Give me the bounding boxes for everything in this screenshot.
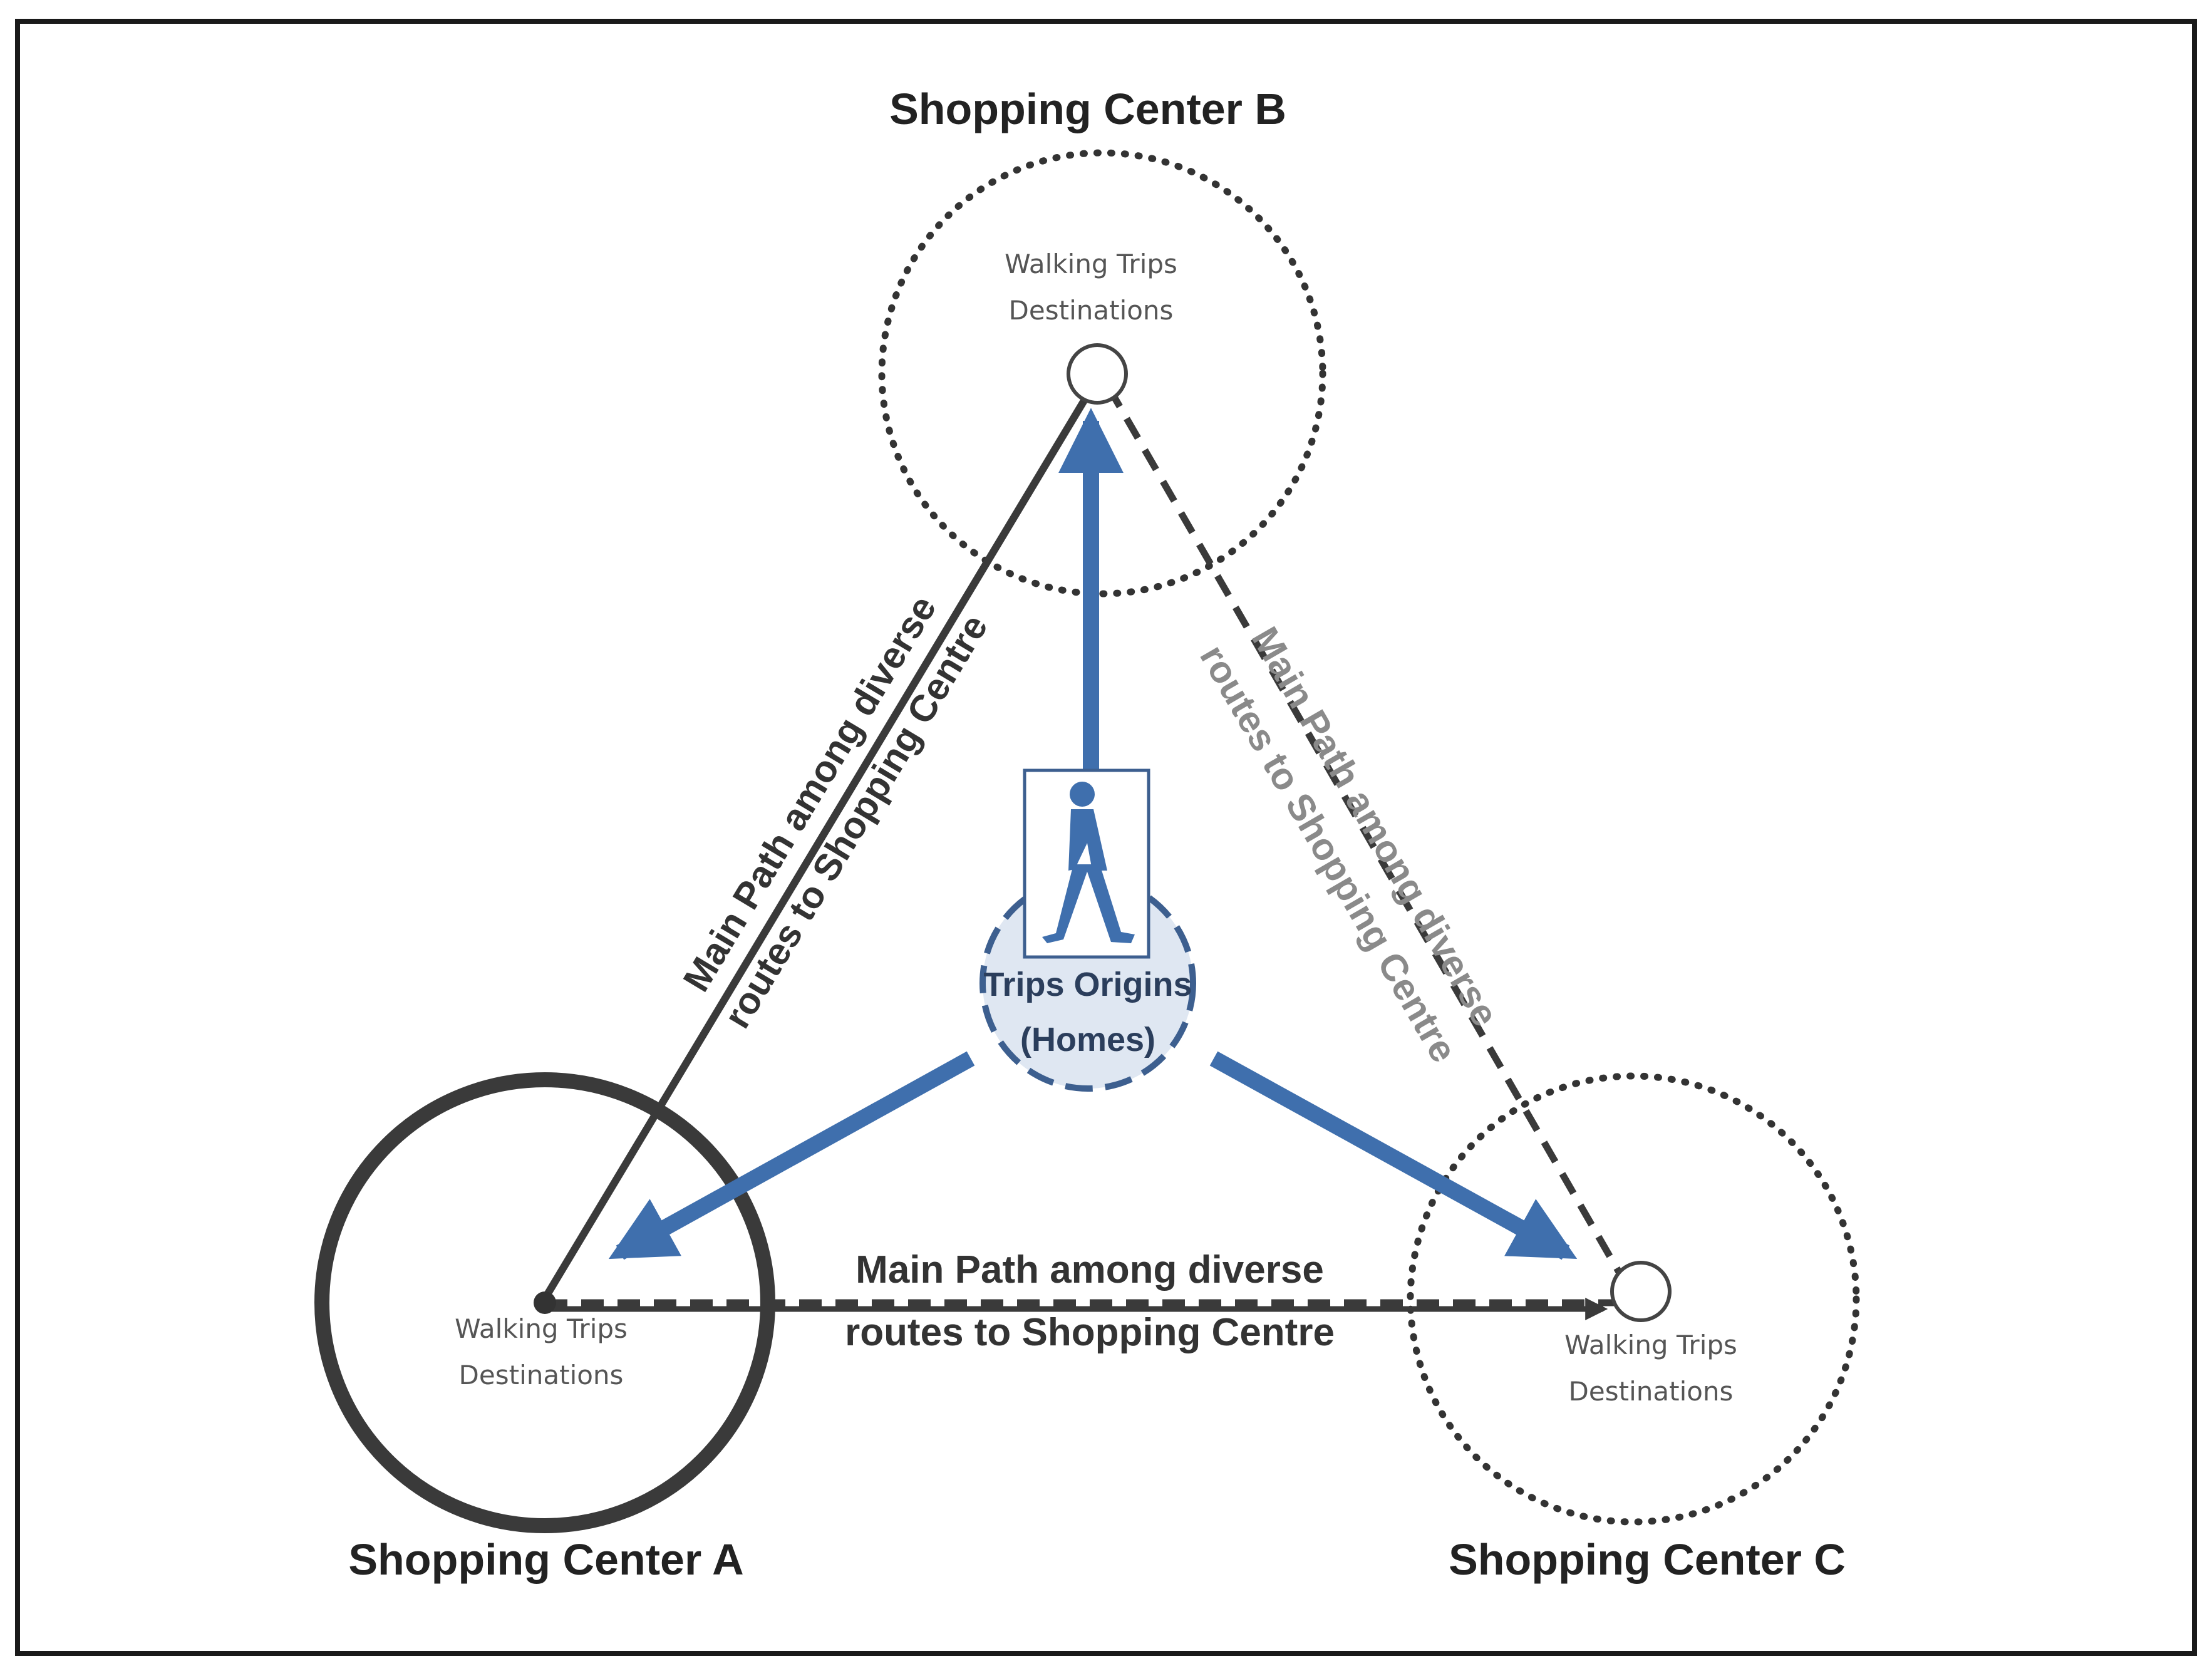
center-c-title: Shopping Center C [1449, 1535, 1846, 1584]
trip-arrow-to-c [1209, 1051, 1578, 1260]
destination-a-label-line1: Walking Trips [455, 1313, 628, 1344]
destination-b-label-line1: Walking Trips [1005, 249, 1177, 279]
walking-person-icon [1042, 782, 1135, 943]
destination-node-c [1610, 1261, 1672, 1322]
destination-node-b [1067, 343, 1128, 405]
trip-arrow-to-a [608, 1051, 975, 1260]
main-path-b-c [1105, 385, 1634, 1295]
catchment-circle-b [878, 149, 1326, 598]
path-ac-label-line2: routes to Shopping Centre [845, 1311, 1335, 1354]
destination-c-label-line2: Destinations [1569, 1376, 1734, 1407]
destination-b-label-line2: Destinations [1009, 295, 1174, 326]
destination-c-label-line1: Walking Trips [1564, 1330, 1737, 1360]
destination-a-label-line2: Destinations [459, 1360, 624, 1390]
catchment-circle-c [1407, 1072, 1860, 1526]
main-path-a-b [539, 391, 1092, 1305]
path-ac-label-line1: Main Path among diverse [855, 1248, 1324, 1291]
destination-node-a [534, 1291, 556, 1314]
center-b-title: Shopping Center B [889, 85, 1286, 133]
origin-label-line1: Trips Origins [983, 966, 1192, 1003]
pedestrian-box [1023, 768, 1150, 959]
origin-label-line2: (Homes) [1020, 1021, 1155, 1058]
center-a-title: Shopping Center A [348, 1535, 743, 1584]
